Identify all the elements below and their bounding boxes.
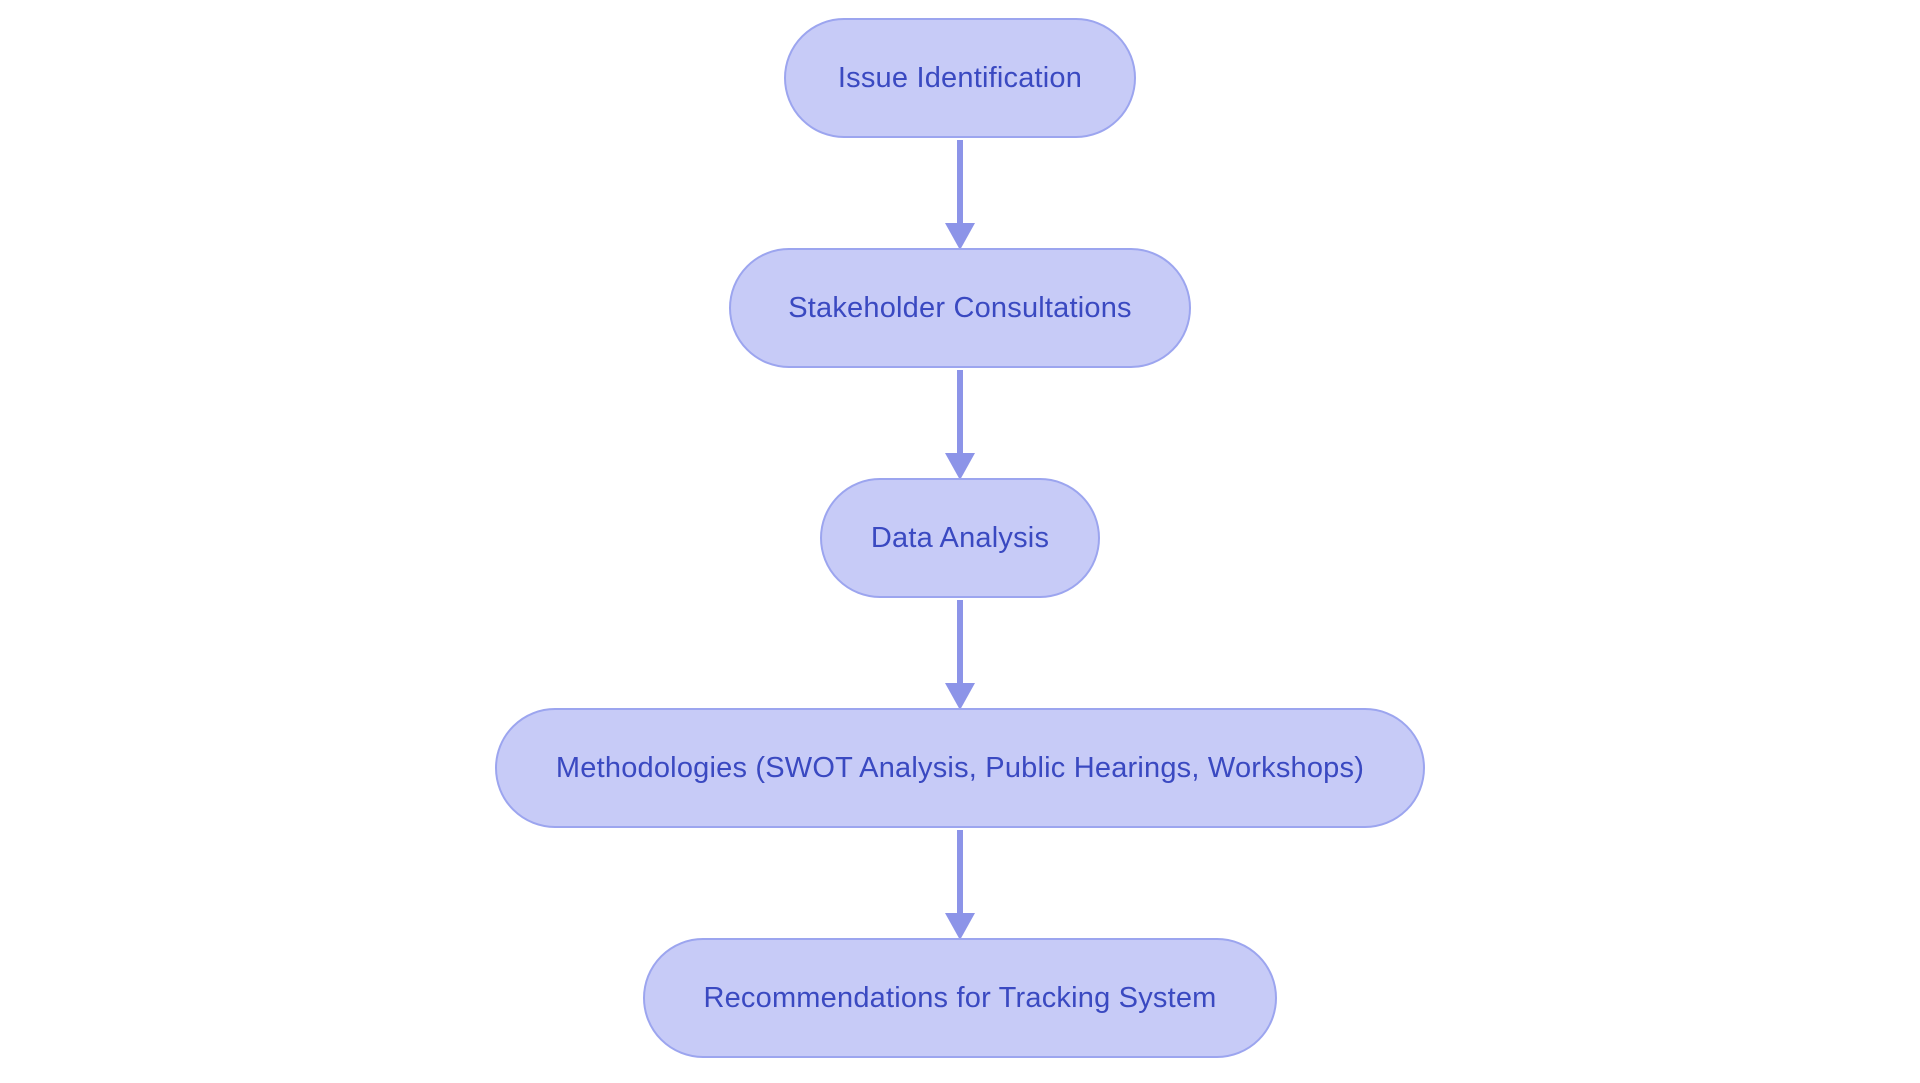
- arrow-shaft: [957, 830, 963, 913]
- arrow-head-icon: [945, 913, 975, 940]
- flow-arrow: [945, 140, 975, 250]
- flow-node-label: Recommendations for Tracking System: [703, 981, 1217, 1014]
- flow-arrow: [945, 600, 975, 710]
- flow-node-recommendations: Recommendations for Tracking System: [643, 938, 1277, 1058]
- arrow-head-icon: [945, 223, 975, 250]
- flow-node-label: Data Analysis: [870, 521, 1050, 554]
- flow-node-issue-identification: Issue Identification: [784, 18, 1136, 138]
- flow-node-methodologies: Methodologies (SWOT Analysis, Public Hea…: [495, 708, 1425, 828]
- arrow-head-icon: [945, 683, 975, 710]
- arrow-shaft: [957, 600, 963, 683]
- flow-node-data-analysis: Data Analysis: [820, 478, 1100, 598]
- flow-node-label: Methodologies (SWOT Analysis, Public Hea…: [555, 751, 1365, 784]
- arrow-shaft: [957, 370, 963, 453]
- flow-node-stakeholder-consultations: Stakeholder Consultations: [729, 248, 1191, 368]
- flow-arrow: [945, 830, 975, 940]
- arrow-head-icon: [945, 453, 975, 480]
- flow-node-label: Stakeholder Consultations: [788, 291, 1132, 324]
- flow-arrow: [945, 370, 975, 480]
- flow-node-label: Issue Identification: [837, 61, 1083, 94]
- arrow-shaft: [957, 140, 963, 223]
